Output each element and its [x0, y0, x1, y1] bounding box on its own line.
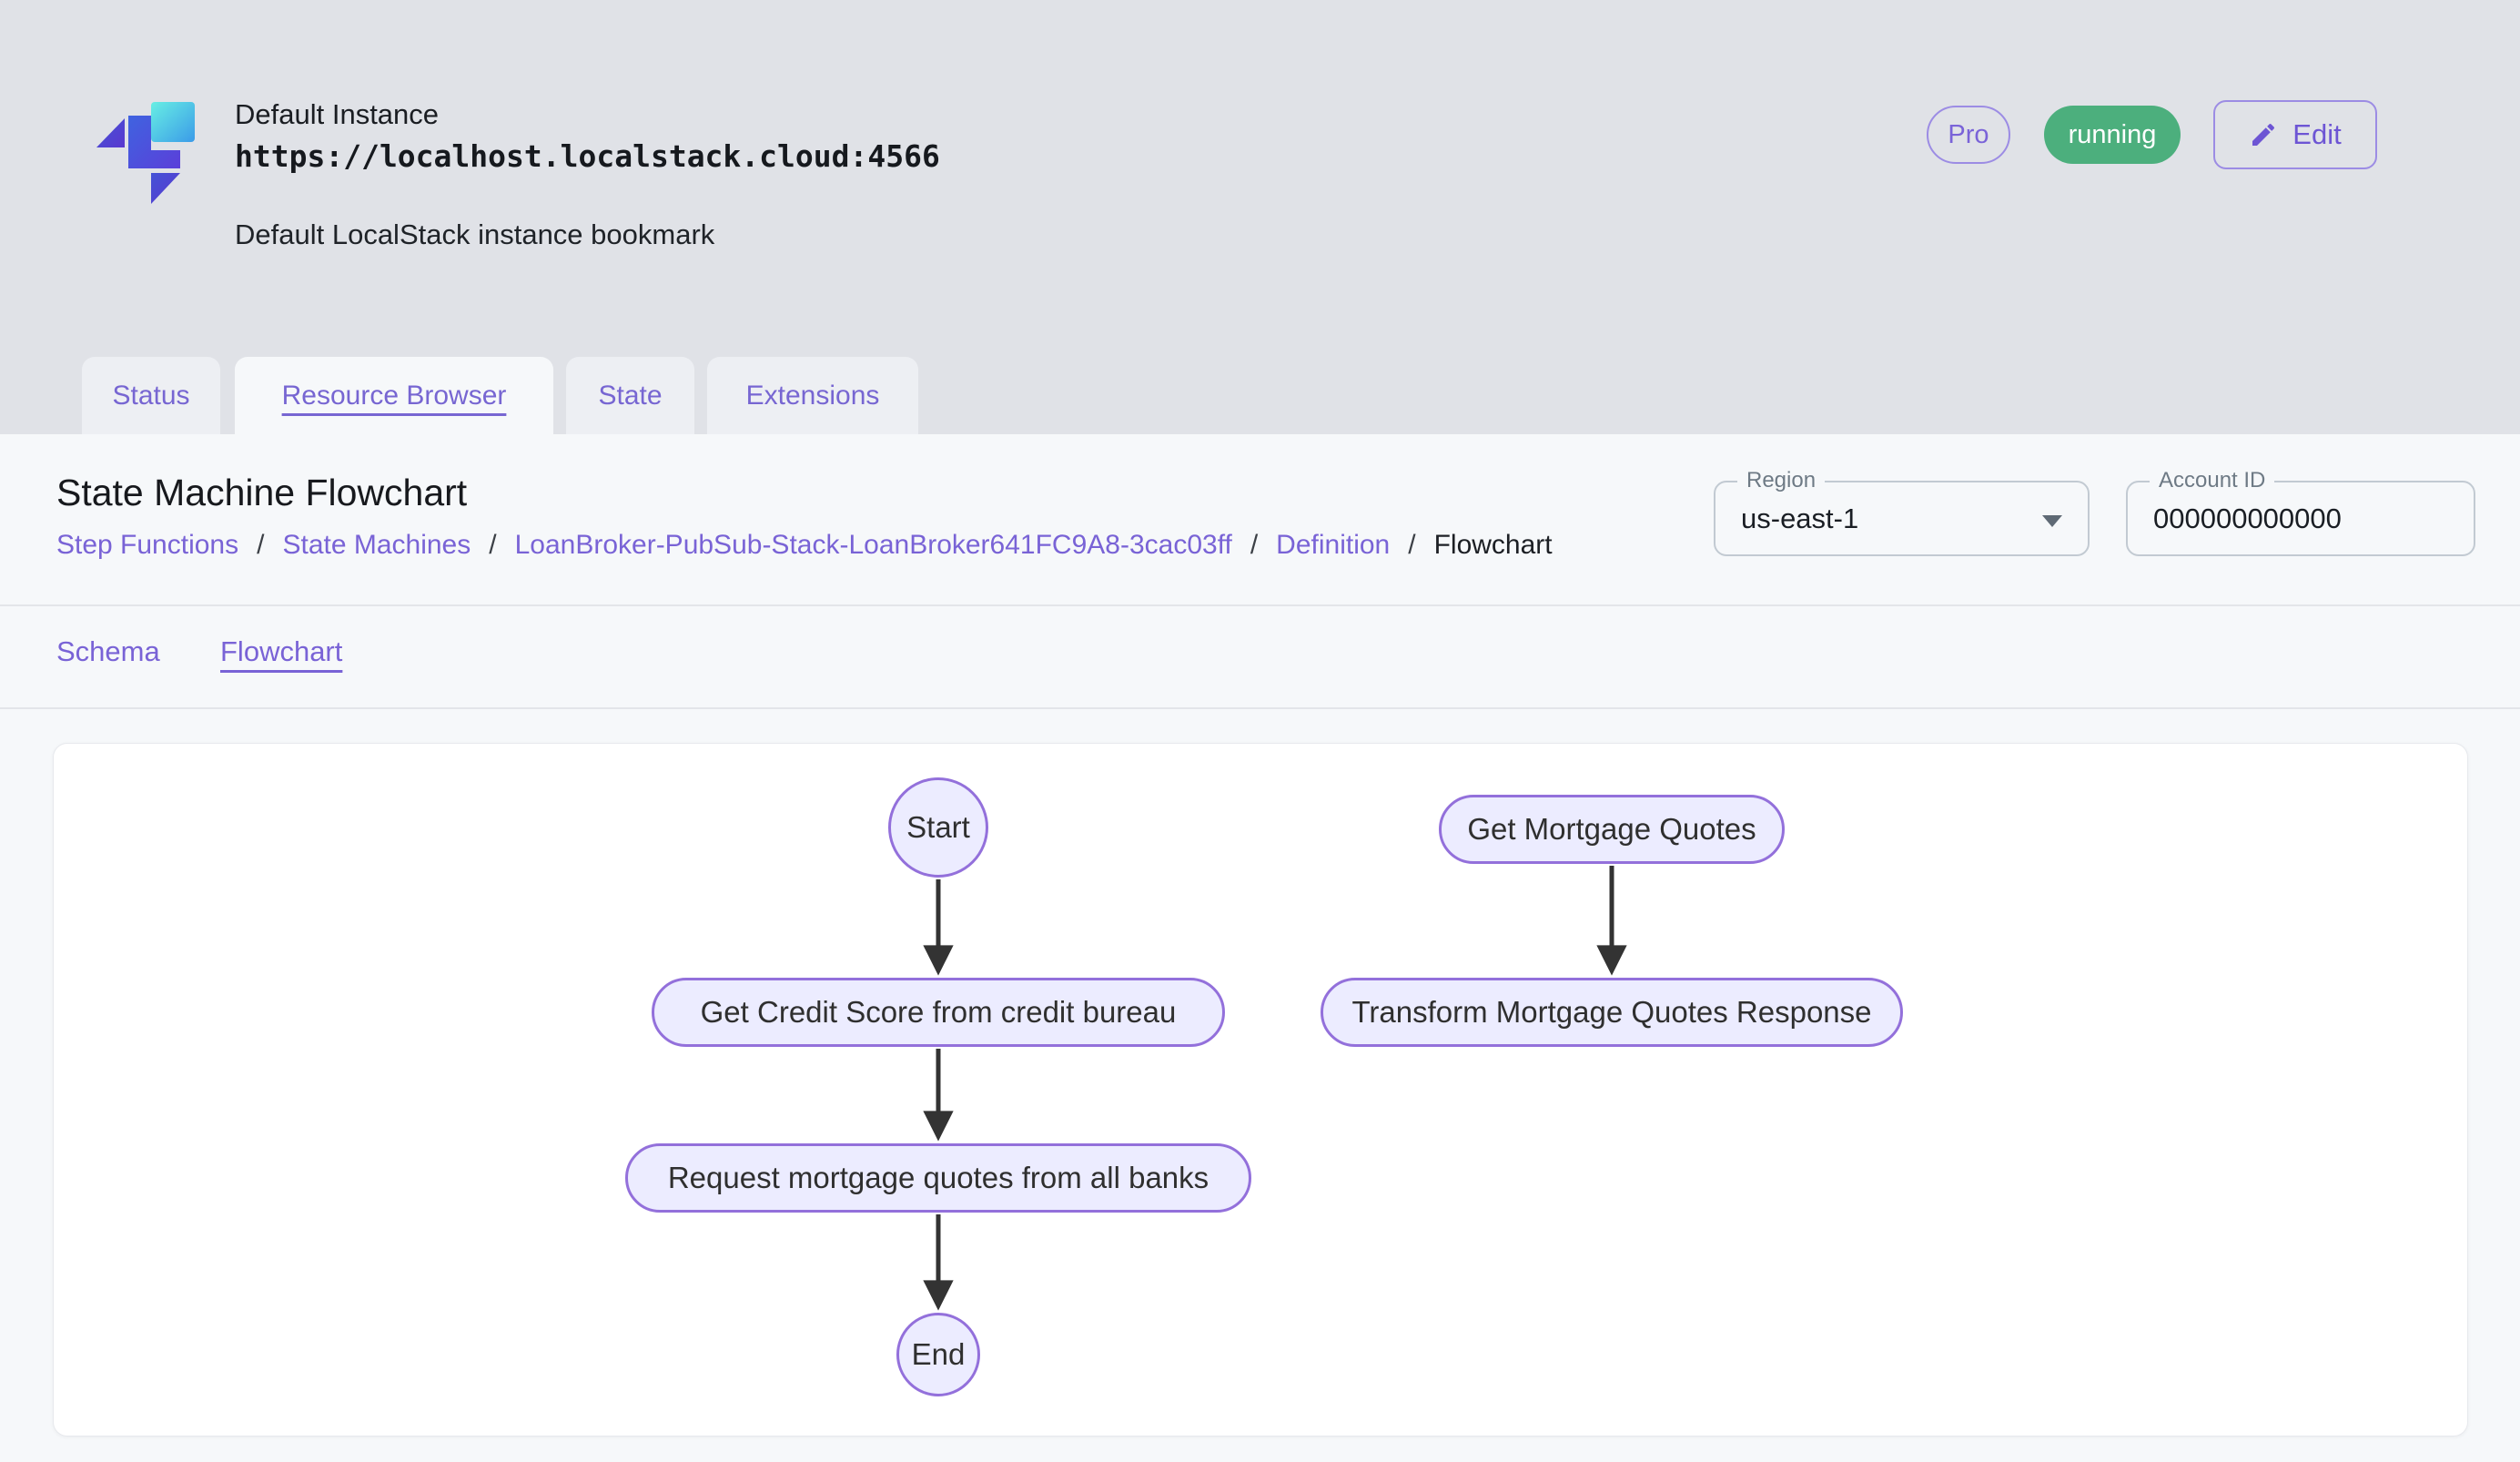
breadcrumb-separator: /	[1250, 530, 1259, 560]
node-transform-response[interactable]: Transform Mortgage Quotes Response	[1321, 978, 1903, 1047]
pro-badge: Pro	[1927, 106, 2010, 164]
breadcrumb: Step Functions / State Machines / LoanBr…	[56, 530, 1553, 561]
subtab-schema[interactable]: Schema	[56, 635, 160, 668]
region-label: Region	[1737, 468, 1826, 493]
status-badge: running	[2044, 106, 2181, 164]
tab-status-label: Status	[112, 381, 190, 411]
pencil-icon	[2252, 123, 2275, 146]
tab-status[interactable]: Status	[82, 357, 220, 435]
node-request-quotes[interactable]: Request mortgage quotes from all banks	[625, 1143, 1251, 1213]
tab-state[interactable]: State	[566, 357, 694, 435]
breadcrumb-current-flowchart: Flowchart	[1433, 530, 1553, 560]
subtab-flowchart[interactable]: Flowchart	[220, 635, 342, 668]
breadcrumb-definition[interactable]: Definition	[1276, 530, 1391, 560]
breadcrumb-state-machine-name[interactable]: LoanBroker-PubSub-Stack-LoanBroker641FC9…	[514, 530, 1232, 560]
breadcrumb-separator: /	[1408, 530, 1416, 560]
tab-resource-browser[interactable]: Resource Browser	[235, 357, 553, 435]
localstack-logo-icon	[96, 102, 195, 204]
breadcrumb-state-machines[interactable]: State Machines	[282, 530, 471, 560]
subtab-flowchart-label: Flowchart	[220, 635, 343, 667]
account-id-input[interactable]: Account ID 000000000000	[2126, 468, 2475, 556]
account-id-label: Account ID	[2150, 468, 2275, 493]
instance-title: Default Instance	[235, 98, 440, 130]
tab-extensions[interactable]: Extensions	[707, 357, 918, 435]
flowchart-canvas: Start Get Mortgage Quotes Get Credit Sco…	[53, 743, 2468, 1437]
divider	[0, 604, 2520, 606]
page-title: State Machine Flowchart	[56, 472, 468, 513]
instance-url: https://localhost.localstack.cloud:4566	[235, 138, 940, 174]
tab-resource-browser-label: Resource Browser	[281, 381, 507, 411]
breadcrumb-separator: /	[257, 530, 265, 560]
divider	[0, 707, 2520, 709]
node-start[interactable]: Start	[888, 777, 988, 878]
breadcrumb-separator: /	[489, 530, 497, 560]
breadcrumb-step-functions[interactable]: Step Functions	[56, 530, 239, 560]
account-id-value: 000000000000	[2153, 502, 2342, 534]
subtab-schema-label: Schema	[56, 635, 160, 667]
region-select[interactable]: Region us-east-1	[1714, 468, 2090, 556]
node-get-credit-score[interactable]: Get Credit Score from credit bureau	[652, 978, 1225, 1047]
edit-button-label: Edit	[2292, 118, 2342, 150]
node-get-mortgage-quotes[interactable]: Get Mortgage Quotes	[1439, 795, 1785, 864]
instance-subtitle: Default LocalStack instance bookmark	[235, 218, 715, 250]
tab-extensions-label: Extensions	[745, 381, 880, 411]
dropdown-arrow-icon	[2042, 515, 2062, 527]
flowchart-edges	[923, 866, 1627, 1311]
region-value: us-east-1	[1741, 502, 1859, 534]
node-end[interactable]: End	[896, 1313, 980, 1396]
tab-state-label: State	[598, 381, 663, 411]
edit-button[interactable]: Edit	[2213, 100, 2377, 169]
